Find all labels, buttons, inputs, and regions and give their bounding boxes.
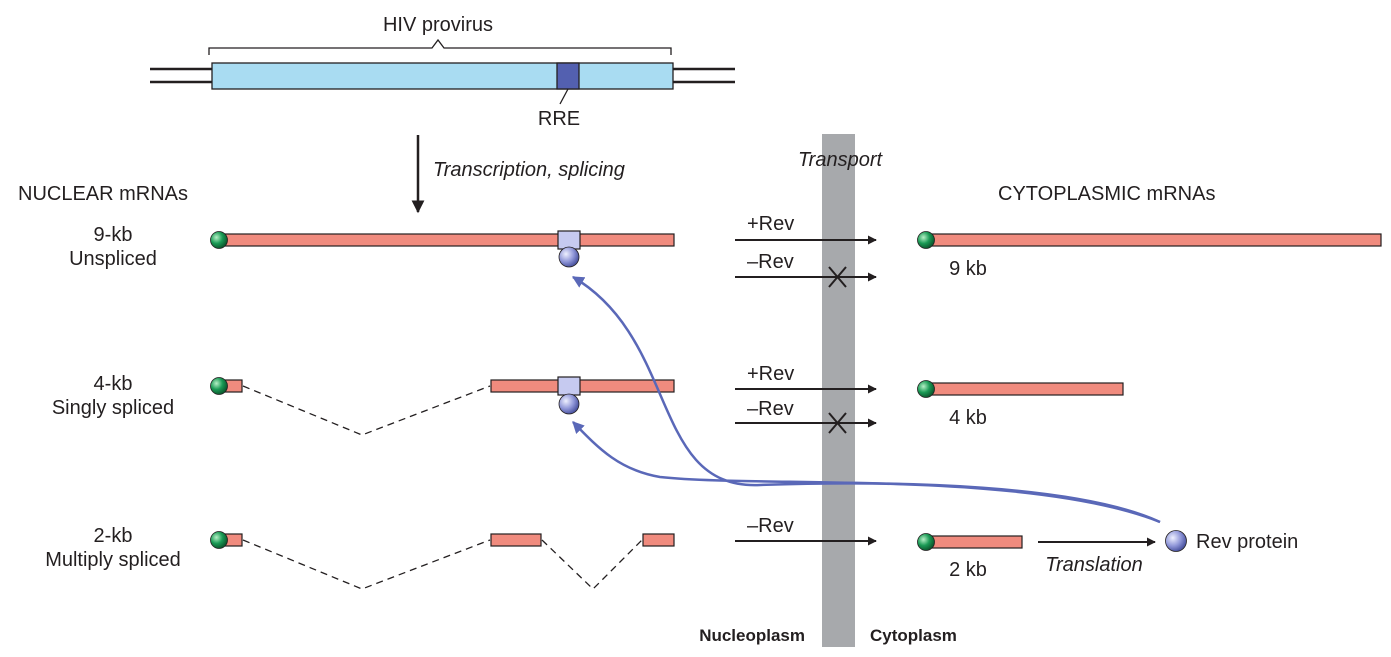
row2-size-label: 4-kb — [94, 373, 133, 395]
row1-size-label: 9-kb — [94, 224, 133, 246]
row1-cyto-mrna — [928, 233, 1382, 247]
rev-return-curve-4kb — [572, 421, 1161, 524]
row3-intron1 — [242, 539, 491, 590]
row3-exon3 — [642, 533, 675, 547]
transport-label: Transport — [798, 149, 884, 171]
provirus-brace — [208, 38, 672, 55]
row3-cyto-cap — [917, 533, 935, 551]
row1-type-label: Unspliced — [69, 248, 157, 270]
row3-nuclear-cap — [210, 531, 228, 549]
row1-cyto-label: 9 kb — [949, 258, 987, 280]
row1-rev-bound — [558, 246, 580, 268]
rev-protein-icon — [1165, 530, 1187, 552]
row2-arrow2-label: –Rev — [747, 398, 794, 420]
row3-intron2 — [541, 539, 643, 590]
row3-exon2 — [490, 533, 542, 547]
rev-protein-label: Rev protein — [1196, 531, 1298, 553]
provirus-body — [211, 62, 674, 90]
cytoplasm-label: Cytoplasm — [870, 626, 957, 645]
row2-cyto-mrna — [928, 382, 1124, 396]
rre-label: RRE — [538, 108, 580, 130]
nuclear-membrane-band — [822, 134, 855, 647]
row2-cyto-cap — [917, 380, 935, 398]
row2-arrow1-label: +Rev — [747, 363, 794, 385]
nuclear-heading: NUCLEAR mRNAs — [18, 183, 188, 205]
row2-rre-box — [557, 376, 581, 396]
row3-type-label: Multiply spliced — [45, 549, 181, 571]
row2-exon2 — [490, 379, 675, 393]
rre-pointer — [559, 88, 569, 105]
row2-block-x — [828, 412, 847, 434]
row2-type-label: Singly spliced — [52, 397, 174, 419]
row1-nuclear-mrna — [221, 233, 675, 247]
nucleoplasm-label: Nucleoplasm — [699, 626, 805, 645]
provirus-flanking-dna — [150, 67, 735, 84]
row1-rre-box — [557, 230, 581, 250]
row1-arrow2-label: –Rev — [747, 251, 794, 273]
rre-segment — [556, 62, 580, 90]
row2-rev-bound — [558, 393, 580, 415]
row1-arrow1-label: +Rev — [747, 213, 794, 235]
rev-return-curve-9kb — [571, 275, 1161, 524]
row1-cyto-cap — [917, 231, 935, 249]
provirus-title: HIV provirus — [383, 14, 493, 36]
translation-label: Translation — [1045, 554, 1142, 576]
row3-arrow1-label: –Rev — [747, 515, 794, 537]
cytoplasmic-heading: CYTOPLASMIC mRNAs — [998, 183, 1215, 205]
row1-nuclear-cap — [210, 231, 228, 249]
row3-cyto-label: 2 kb — [949, 559, 987, 581]
row2-nuclear-cap — [210, 377, 228, 395]
row3-cyto-mrna — [928, 535, 1023, 549]
transcription-label: Transcription, splicing — [433, 159, 625, 181]
row2-intron — [242, 385, 491, 436]
row2-cyto-label: 4 kb — [949, 407, 987, 429]
row1-block-x — [828, 266, 847, 288]
row3-size-label: 2-kb — [94, 525, 133, 547]
